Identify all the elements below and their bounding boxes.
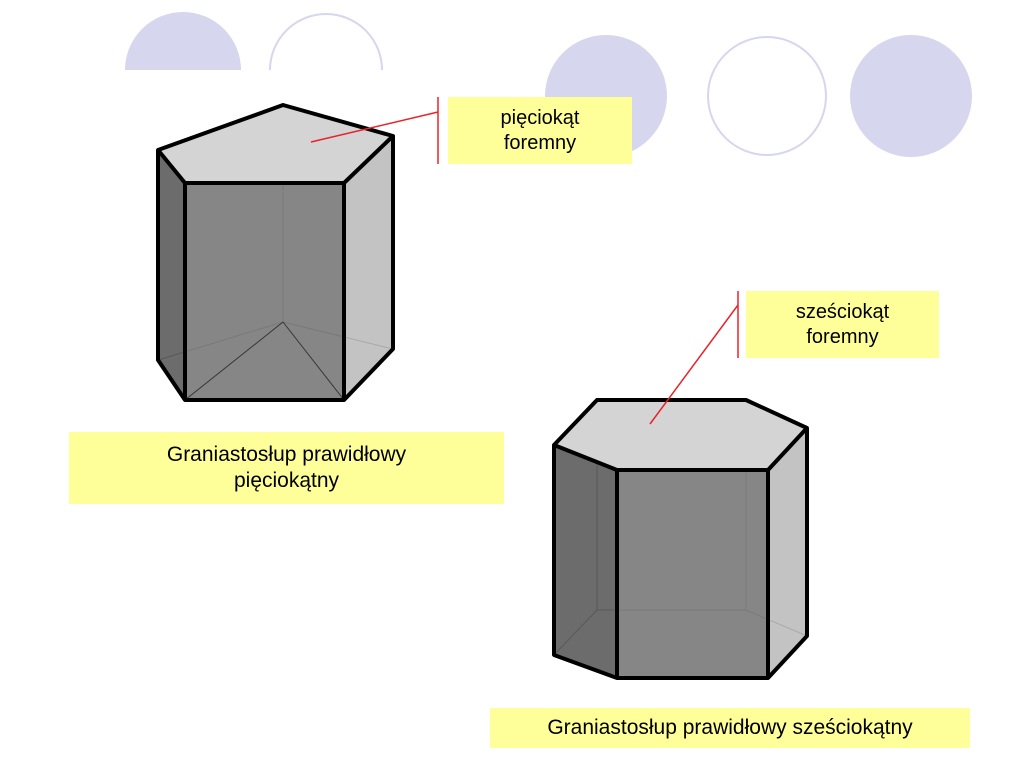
penta-left-face <box>158 150 185 400</box>
pentagon-callout: pięciokąt foremny <box>448 97 632 164</box>
hexagonal-prism <box>552 398 809 680</box>
hexagonal-caption-text: Graniastosłup prawidłowy sześciokątny <box>547 715 913 739</box>
hexa-front-face <box>617 470 768 678</box>
hexa-left-face <box>554 445 617 678</box>
penta-top-face <box>158 105 393 183</box>
pentagonal-prism-caption: Graniastosłup prawidłowy pięciokątny <box>69 432 504 504</box>
penta-right-face <box>344 136 393 400</box>
callout-pointers <box>310 97 739 425</box>
circle-filled-3 <box>850 35 972 157</box>
penta-outline <box>156 103 395 402</box>
hexa-top-face <box>554 400 807 470</box>
pentagon-pointer <box>310 97 439 164</box>
hexagon-callout-line1: sześciokąt <box>795 300 890 323</box>
pentagon-callout-line2: foremny <box>503 131 577 154</box>
circle-filled-1 <box>125 12 241 70</box>
circle-outline-1 <box>269 13 383 71</box>
hexagon-callout-line2: foremny <box>806 325 879 348</box>
hexa-outline <box>552 398 809 680</box>
pentagonal-prism <box>156 103 395 402</box>
hexa-right-face <box>768 428 807 678</box>
penta-front-face <box>185 183 344 400</box>
circle-outline-2 <box>707 36 827 156</box>
hexagon-callout: sześciokąt foremny <box>746 291 939 358</box>
penta-inner-lines <box>184 321 345 401</box>
pentagon-callout-line1: pięciokąt <box>500 106 580 129</box>
hexagon-pointer <box>649 291 739 425</box>
pentagonal-caption-line2: pięciokątny <box>233 469 340 492</box>
pentagonal-caption-line1: Graniastosłup prawidłowy <box>166 442 407 466</box>
hexagonal-prism-caption: Graniastosłup prawidłowy sześciokątny <box>490 708 970 748</box>
